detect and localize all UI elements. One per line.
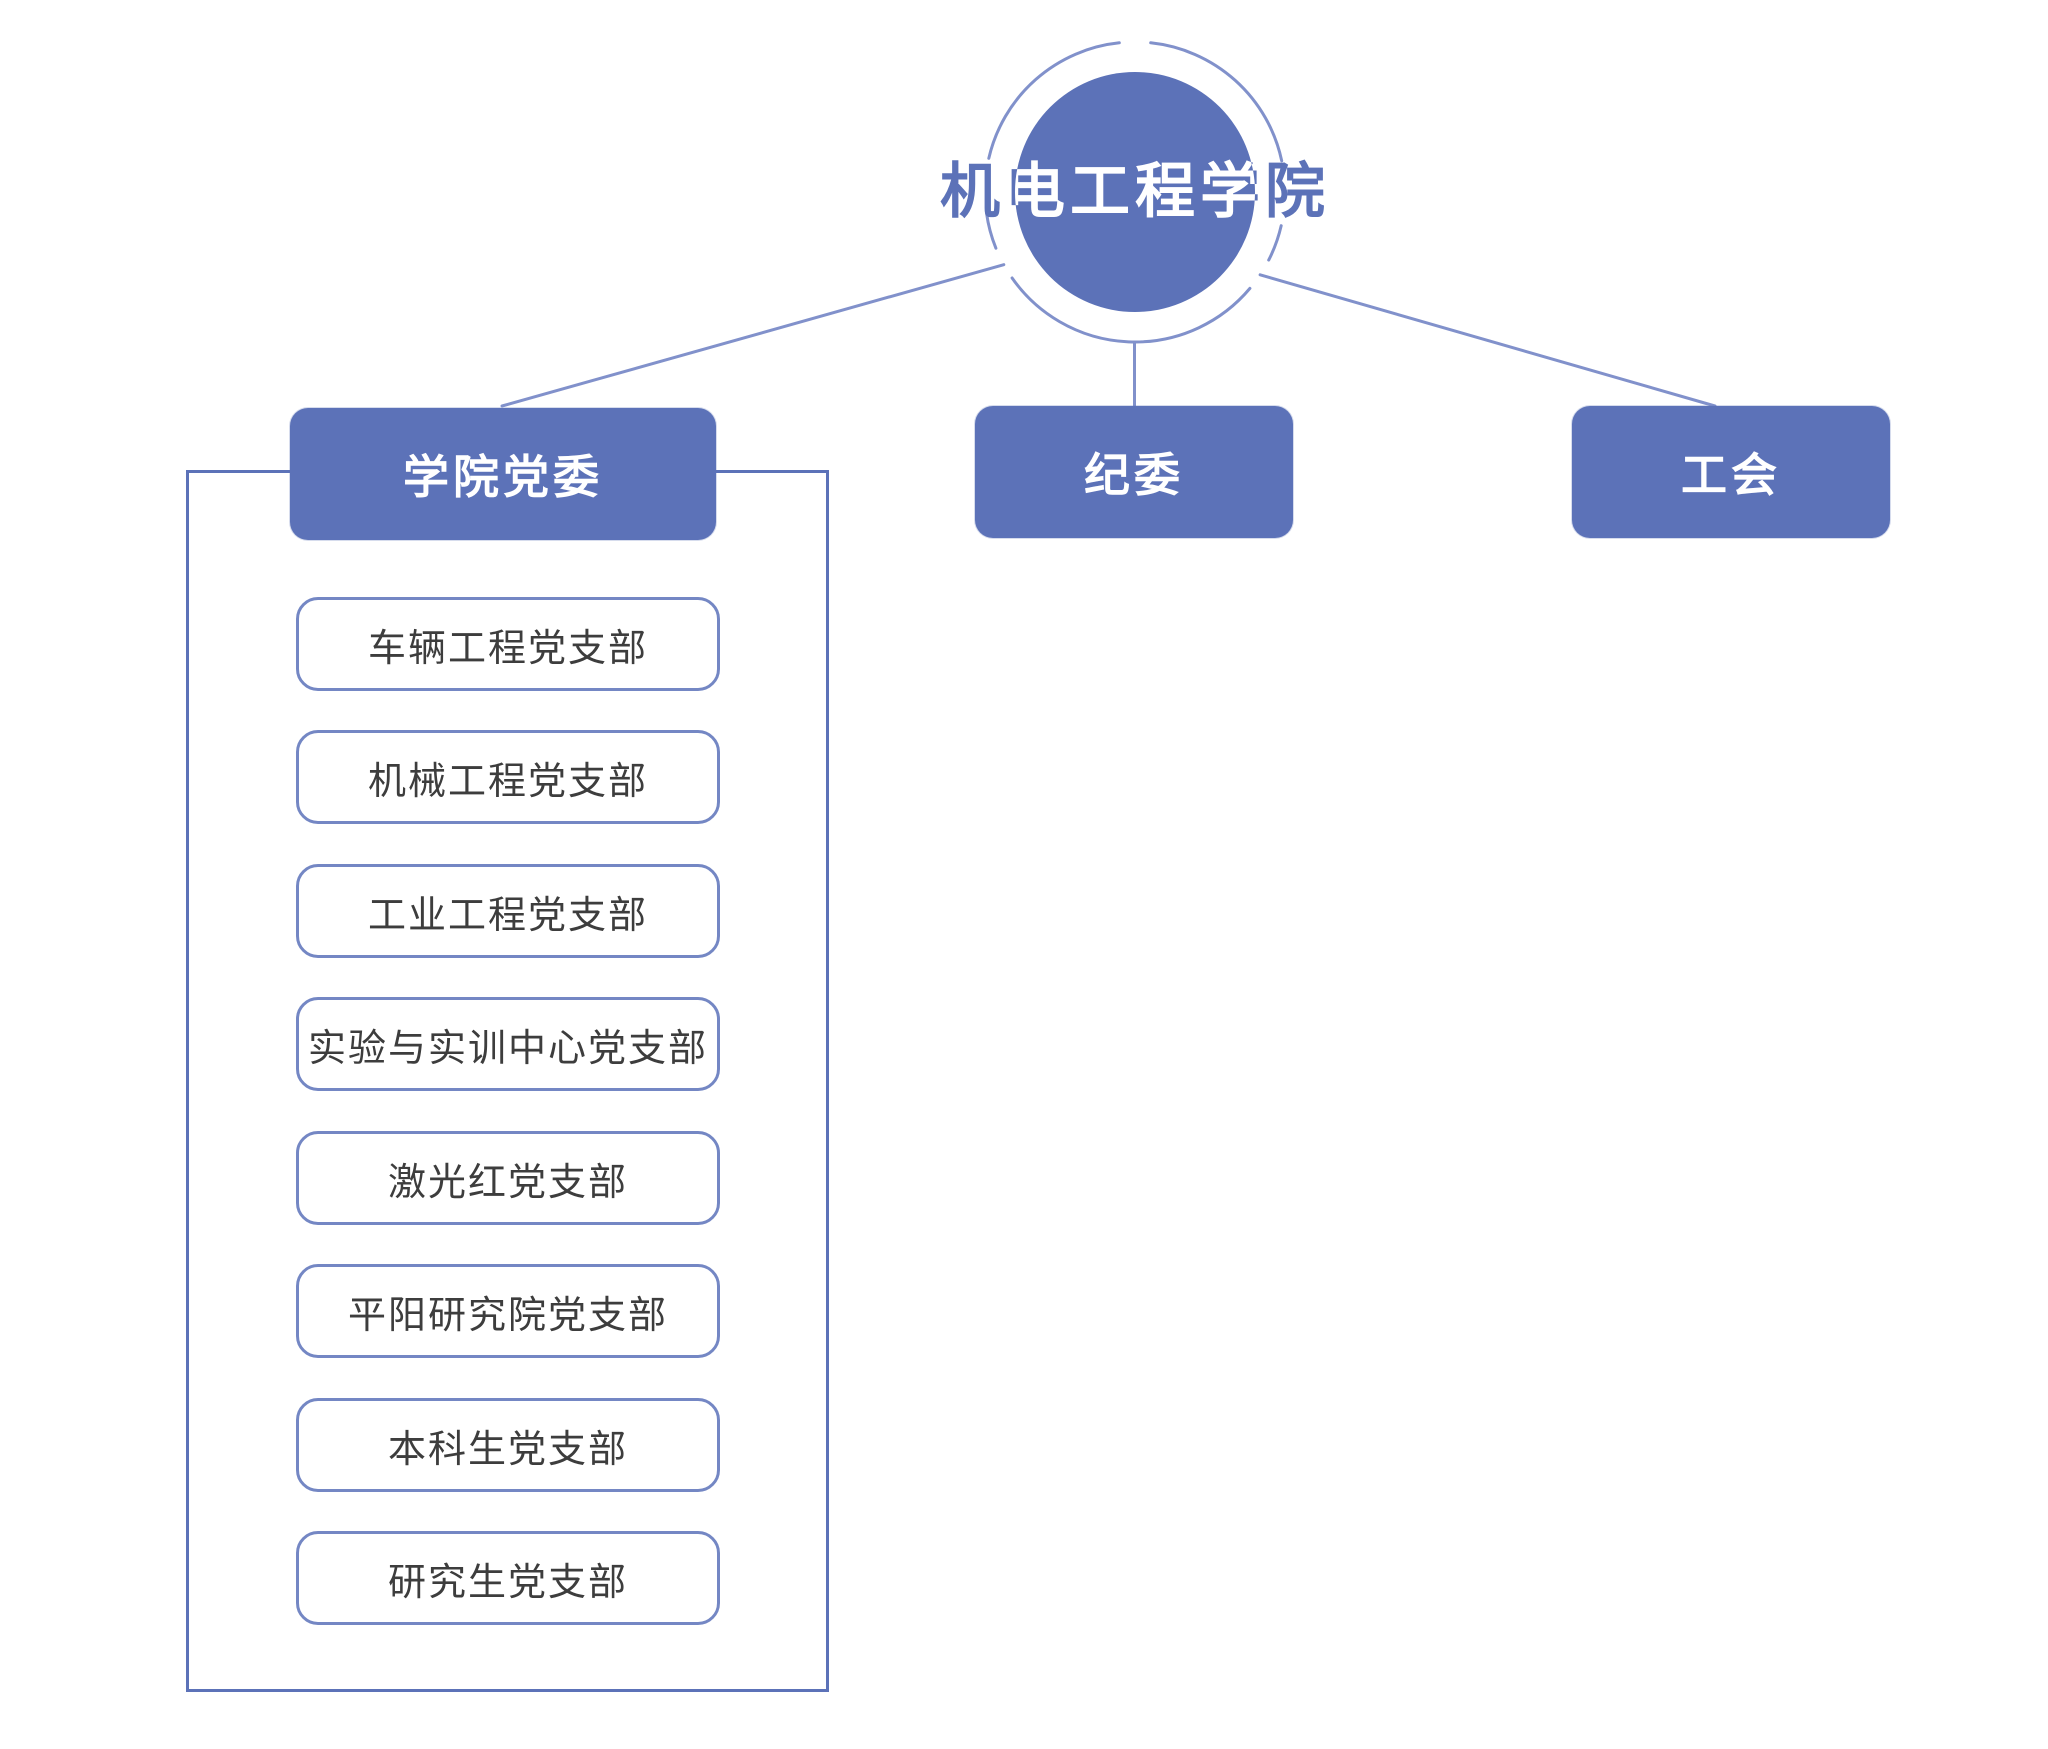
ring-arc-top-right (1149, 41, 1284, 163)
branch-node-pingyang-institute: 平阳研究院党支部 (296, 1264, 720, 1358)
ring-arc-right (1267, 224, 1283, 262)
ring-arc-left (985, 211, 998, 250)
root-node-title-outer: 机电工程学院 (940, 158, 1330, 225)
hero-ring (985, 41, 1284, 344)
branch-node-industrial-engineering: 工业工程党支部 (296, 864, 720, 958)
branch-node-vehicle-engineering: 车辆工程党支部 (296, 597, 720, 691)
root-node-title: 机电工程学院 (940, 158, 1330, 225)
branch-node-undergraduate: 本科生党支部 (296, 1398, 720, 1492)
connector-root-union (1258, 273, 1717, 408)
connector-root-party (500, 263, 1006, 408)
branch-node-laser-red: 激光红党支部 (296, 1131, 720, 1225)
root-node-circle (1015, 72, 1255, 312)
branch-node-lab-training-center: 实验与实训中心党支部 (296, 997, 720, 1091)
node-discipline-committee: 纪委 (975, 406, 1293, 538)
node-party-committee: 学院党委 (290, 408, 716, 540)
ring-arc-top-left (987, 41, 1121, 160)
branch-node-graduate: 研究生党支部 (296, 1531, 720, 1625)
node-labor-union: 工会 (1572, 406, 1890, 538)
branch-node-mechanical-engineering: 机械工程党支部 (296, 730, 720, 824)
ring-arc-bottom (1010, 276, 1252, 344)
